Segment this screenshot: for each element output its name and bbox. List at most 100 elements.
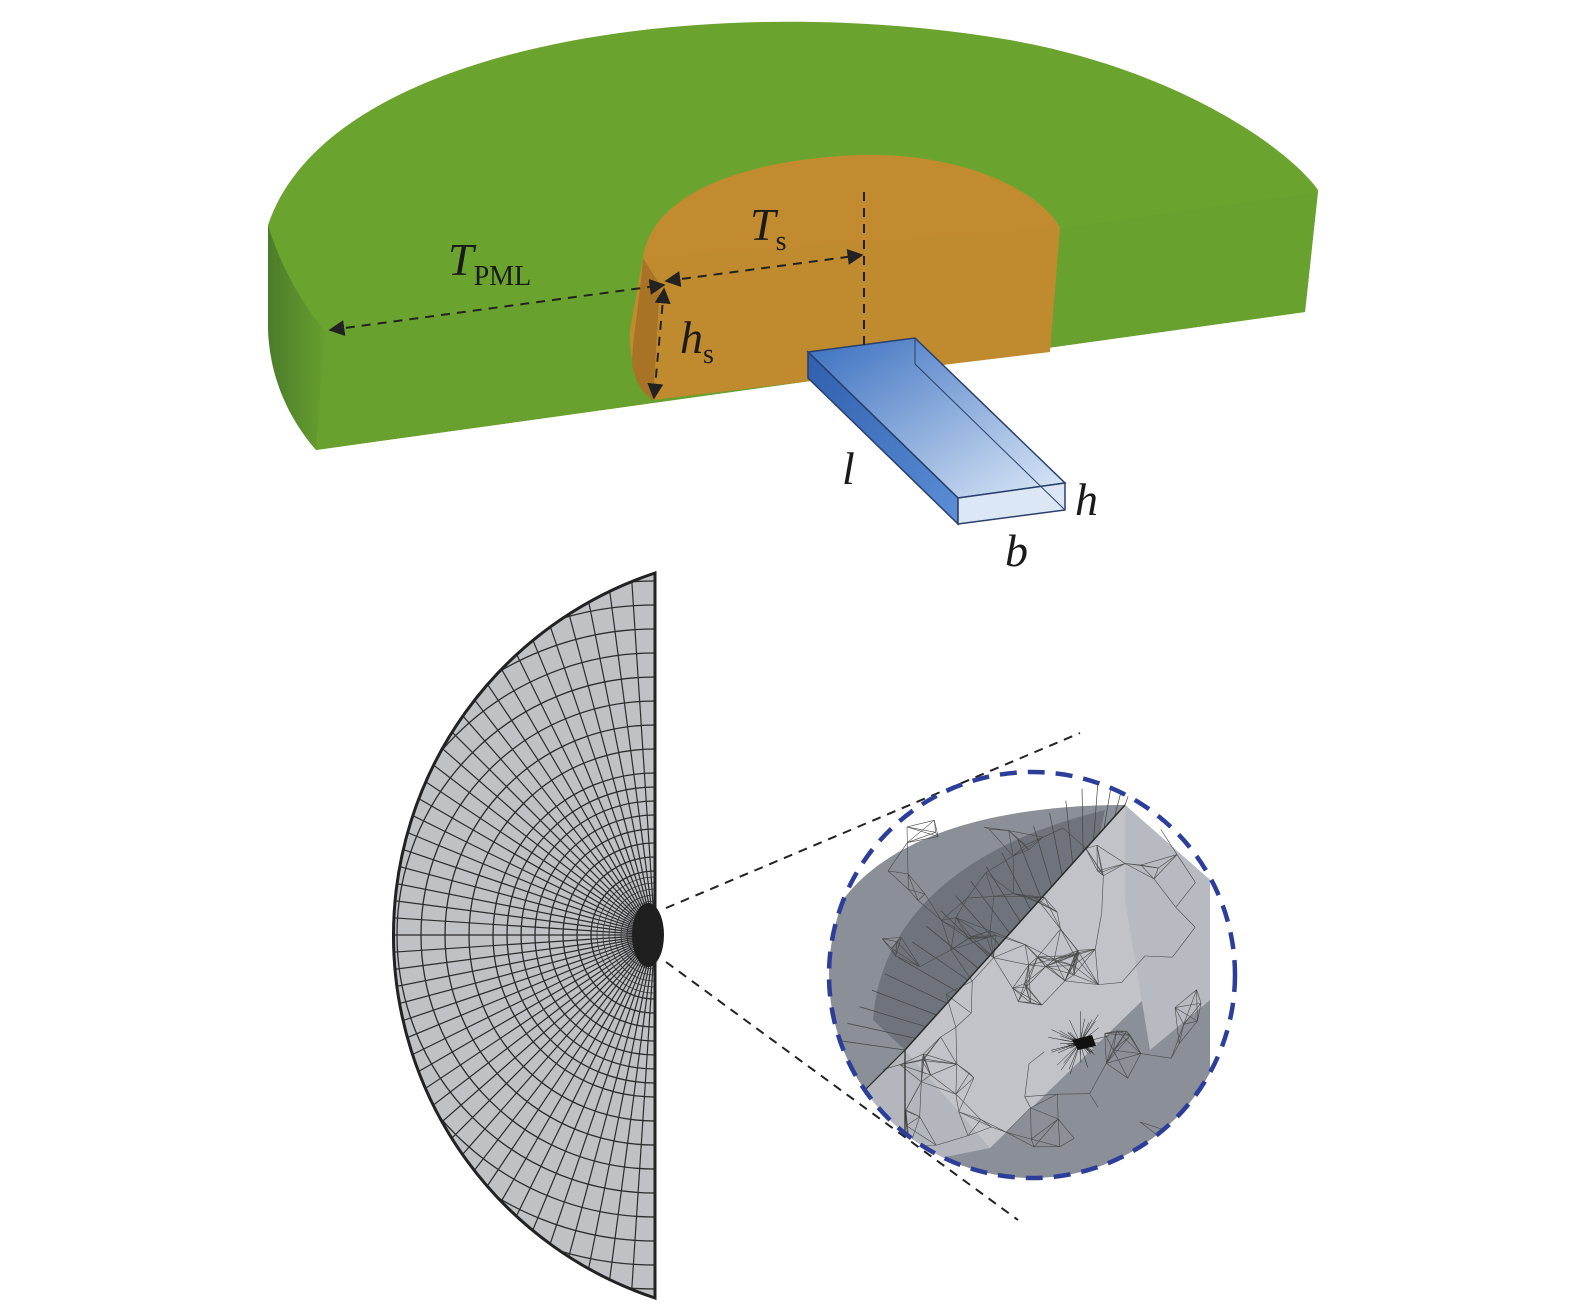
mesh-edge	[1178, 1020, 1198, 1044]
mesh-edge	[1030, 1093, 1058, 1109]
mesh-radial-line	[558, 577, 655, 936]
mesh-edge	[1025, 956, 1039, 988]
zoom-bottom-face	[860, 1050, 990, 1160]
mesh-edge	[967, 896, 994, 899]
mesh-edge	[989, 828, 1009, 831]
mesh-edge	[1097, 870, 1104, 876]
mesh-edge	[941, 920, 972, 937]
mesh-radial-line	[393, 934, 655, 984]
mesh-edge	[923, 1036, 941, 1055]
mesh-edge	[923, 1053, 957, 1065]
mesh-edge	[1024, 956, 1039, 984]
mesh-edge	[921, 1060, 957, 1065]
mesh-edge	[955, 917, 987, 939]
mesh-edge	[1160, 829, 1178, 855]
mesh-edge	[1094, 912, 1103, 950]
mesh-edge	[993, 944, 1026, 958]
mesh-edge	[906, 826, 936, 833]
mesh-edge	[934, 820, 939, 837]
mesh-edge	[1006, 1131, 1035, 1148]
mesh-edge	[1125, 863, 1155, 880]
mesh-edge	[895, 941, 898, 957]
mesh-radial-line	[512, 592, 655, 936]
mesh-edge	[1056, 1094, 1059, 1120]
mesh-edge	[1018, 983, 1025, 1002]
mesh-edge	[955, 897, 968, 918]
mesh-radial-line	[535, 934, 655, 1286]
mesh-edge	[1013, 893, 1041, 903]
mesh-edge	[958, 1111, 969, 1136]
mesh-radial-line	[393, 886, 655, 936]
mesh-edge	[940, 1026, 957, 1038]
mesh-edge	[1089, 1093, 1099, 1108]
mesh-edge	[1174, 989, 1197, 1008]
mesh-edge	[955, 1093, 982, 1120]
mesh-radial-line	[490, 934, 655, 1268]
mesh-edge	[993, 957, 1013, 989]
mesh-radial-line	[630, 573, 655, 936]
mesh-edge	[921, 1053, 924, 1061]
mesh-edge	[926, 925, 979, 969]
mesh-edge	[1079, 1011, 1082, 1044]
mesh-edge	[1153, 878, 1177, 908]
mesh-edge	[887, 842, 908, 872]
mesh-edge	[1031, 1118, 1059, 1140]
mesh-edge	[1049, 812, 1063, 876]
mesh-edge	[1024, 944, 1055, 960]
mesh-edge	[882, 938, 898, 943]
mesh-edge	[980, 1119, 1007, 1133]
mesh-radial-line	[393, 910, 655, 936]
mesh-edge	[1037, 956, 1074, 966]
mesh-edge	[900, 937, 921, 967]
mesh-edge	[1024, 1096, 1031, 1109]
mesh-edge	[1037, 928, 1061, 958]
mesh-edge	[1025, 836, 1044, 846]
mesh-edge	[906, 1116, 920, 1126]
mesh-edge	[941, 897, 968, 921]
mesh-radial-line	[393, 749, 655, 936]
mesh-edge	[1174, 1007, 1198, 1022]
mesh-edge	[1064, 980, 1099, 985]
mesh-edge	[993, 957, 1029, 966]
mesh-edge	[936, 1135, 969, 1146]
mesh-edge	[1030, 1107, 1032, 1140]
mesh-edge	[921, 1081, 956, 1095]
mesh-edge	[1116, 1030, 1131, 1036]
mesh-edge	[955, 917, 972, 937]
mesh-edge	[1024, 966, 1046, 984]
mesh-edge	[1012, 844, 1026, 857]
mesh-edge	[1045, 966, 1066, 982]
mesh-radial-line	[393, 838, 655, 936]
mesh-edge	[970, 936, 994, 958]
mesh-edge	[1039, 902, 1061, 930]
mesh-edge	[1174, 1007, 1184, 1025]
mesh-edge	[1012, 988, 1019, 1002]
mesh-edge	[1196, 989, 1198, 1022]
mesh-edge	[1178, 1024, 1184, 1044]
mesh-edge	[1028, 956, 1038, 966]
mesh-edge	[930, 1074, 957, 1095]
mesh-edge	[1057, 1118, 1075, 1139]
mesh-edge	[958, 1111, 992, 1128]
mesh-edge	[986, 937, 994, 958]
mesh-radial-line	[393, 934, 655, 1032]
mesh-edge	[941, 920, 952, 950]
mesh-edge	[919, 949, 952, 967]
mesh-edge	[1073, 950, 1079, 975]
mesh-edge	[988, 828, 1014, 857]
mesh-edge	[1144, 955, 1173, 958]
mesh-edge	[1005, 1107, 1031, 1133]
half-disc-outline	[392, 570, 657, 1301]
mesh-edge	[906, 826, 939, 837]
mesh-edge	[1008, 830, 1014, 857]
mesh-edge	[917, 893, 926, 901]
mesh-edge	[934, 820, 936, 833]
zoomed-mesh-view	[826, 769, 1238, 1181]
mesh-edge	[882, 938, 892, 949]
mesh-edge	[1028, 964, 1031, 1003]
mesh-edge	[1074, 955, 1099, 985]
mesh-edge	[930, 1063, 957, 1076]
mesh-edge	[1170, 1043, 1180, 1059]
label-t-s: Ts	[750, 199, 787, 257]
